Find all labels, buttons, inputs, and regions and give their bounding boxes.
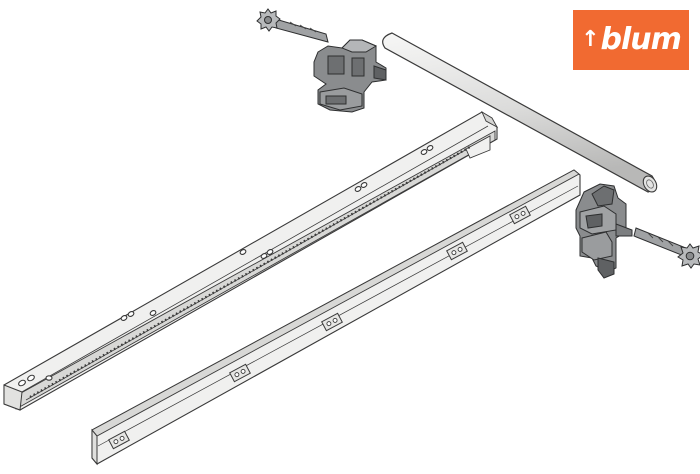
- drawer-runner-right: [91, 169, 581, 466]
- logo-background: [573, 10, 689, 70]
- runner-right-holes: [108, 205, 531, 450]
- locking-device-right: [575, 183, 633, 279]
- logo-arrow-icon: ↑: [581, 27, 600, 52]
- dowel-left: [256, 8, 329, 43]
- dowel-right: [633, 227, 700, 269]
- locking-device-left: [313, 39, 387, 113]
- drawer-runner-left: [3, 110, 499, 411]
- synchronisation-rod: [382, 32, 658, 193]
- blum-logo: ↑ blum: [573, 10, 689, 70]
- runner-left-holes: [18, 145, 434, 387]
- logo-text: blum: [600, 22, 682, 57]
